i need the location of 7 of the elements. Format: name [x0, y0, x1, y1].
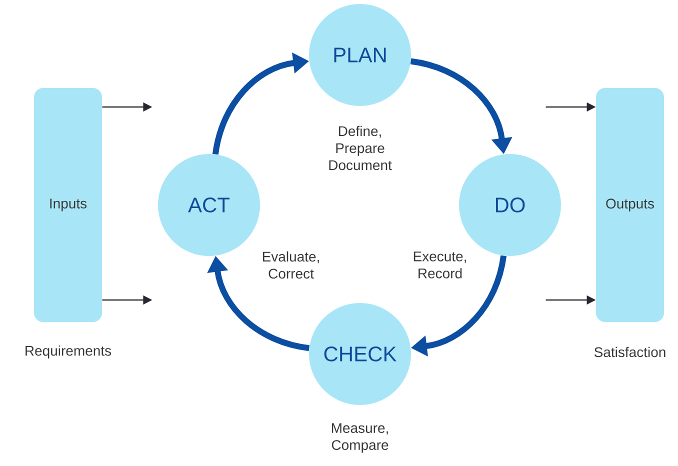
- caption-text: Requirements: [26, 345, 112, 359]
- process-box: Outputs: [596, 88, 664, 322]
- caption-text: Measure, Compare: [332, 423, 388, 453]
- caption-text: Evaluate, Correct: [262, 251, 319, 279]
- caption-text: Satisfaction: [594, 346, 666, 358]
- process-box: Inputs: [34, 88, 102, 322]
- caption-text: Define, Prepare Document: [329, 126, 392, 170]
